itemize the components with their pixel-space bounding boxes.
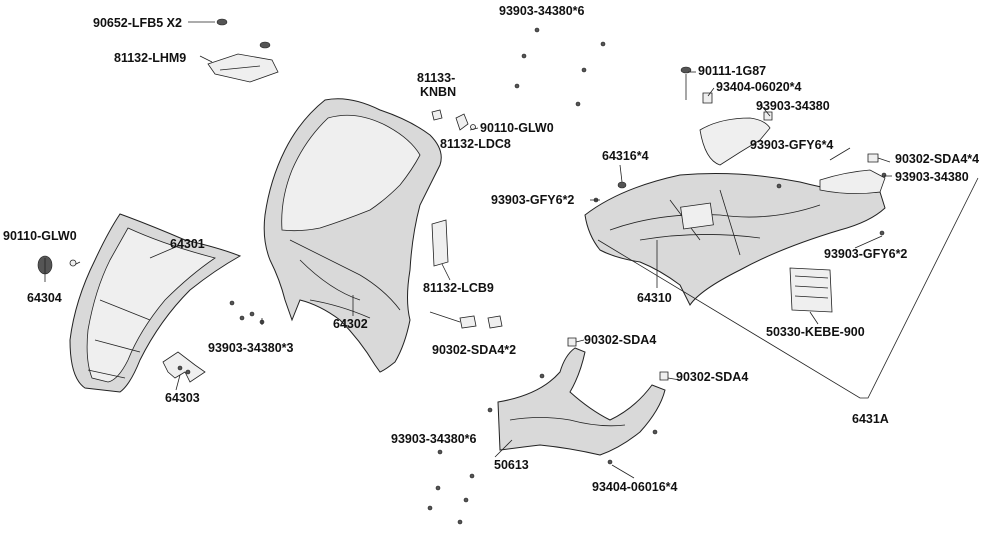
part-64301-drawing <box>69 213 242 393</box>
label-90302-sda4-4: 90302-SDA4*4 <box>895 152 980 166</box>
label-90302-sda4-2: 90302-SDA4*2 <box>432 343 517 357</box>
label-81132-ldc8: 81132-LDC8 <box>440 137 511 151</box>
label-93903-gfy6-4: 93903-GFY6*4 <box>750 138 834 152</box>
label-93903-34380-6-bottom: 93903-34380*6 <box>391 432 477 446</box>
part-90302-sda4-2-drawing <box>429 311 503 329</box>
part-50613-drawing <box>497 347 666 456</box>
label-50330-kebe-900: 50330-KEBE-900 <box>766 325 865 339</box>
label-93903-34380-a: 93903-34380 <box>756 99 830 113</box>
label-93404-06016: 93404-06016*4 <box>592 480 678 494</box>
label-90302-sda4-a: 90302-SDA4 <box>584 333 657 347</box>
label-64301: 64301 <box>170 237 205 251</box>
label-6431a: 6431A <box>852 412 889 426</box>
label-93903-gfy6-2-a: 93903-GFY6*2 <box>491 193 575 207</box>
label-81132-lcb9: 81132-LCB9 <box>423 281 494 295</box>
label-93903-34380-b: 93903-34380 <box>895 170 969 184</box>
label-90652-lfb5: 90652-LFB5 X2 <box>93 16 182 30</box>
label-64302: 64302 <box>333 317 368 331</box>
label-81132-lhm9: 81132-LHM9 <box>114 51 187 65</box>
label-90302-sda4-b: 90302-SDA4 <box>676 370 749 384</box>
label-90110-glw0-left: 90110-GLW0 <box>3 229 77 243</box>
label-64316: 64316*4 <box>602 149 649 163</box>
part-81132-lhm9-drawing <box>207 18 279 83</box>
label-50613: 50613 <box>494 458 529 472</box>
label-81133: 81133- <box>417 71 456 85</box>
label-93903-gfy6-2-b: 93903-GFY6*2 <box>824 247 908 261</box>
leader-lines <box>44 21 979 479</box>
label-64304: 64304 <box>27 291 62 305</box>
part-81132-lcb9-drawing <box>431 219 449 267</box>
label-93903-34380-3: 93903-34380*3 <box>208 341 294 355</box>
label-knbn: KNBN <box>420 85 457 99</box>
part-50330-drawing <box>789 267 833 313</box>
label-93903-34380-6-top: 93903-34380*6 <box>499 4 585 18</box>
label-90110-glw0-right: 90110-GLW0 <box>480 121 554 135</box>
label-64303: 64303 <box>165 391 200 405</box>
part-64310-drawing <box>584 117 886 306</box>
screws-drawing <box>229 27 606 525</box>
part-64304-drawing <box>37 255 77 275</box>
small-parts-drawing <box>487 66 887 465</box>
part-64302-drawing <box>263 98 442 373</box>
label-90111-1g87: 90111-1G87 <box>698 64 767 78</box>
part-81133-drawing <box>431 109 476 131</box>
part-64303-drawing <box>162 351 206 383</box>
label-64310: 64310 <box>637 291 672 305</box>
label-93404-06020: 93404-06020*4 <box>716 80 802 94</box>
